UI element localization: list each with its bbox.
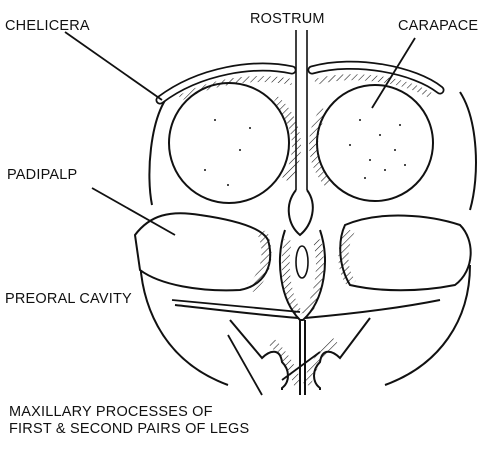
label-chelicera: CHELICERA [5, 19, 90, 34]
label-carapace: CARAPACE [398, 19, 478, 34]
right-padipalp [340, 216, 470, 291]
label-maxillary-line1: MAXILLARY PROCESSES OF [9, 405, 213, 420]
rostrum-tip [289, 190, 313, 235]
label-padipalp: PADIPALP [7, 168, 77, 183]
label-rostrum: ROSTRUM [250, 12, 325, 27]
label-preoral-cavity: PREORAL CAVITY [5, 292, 132, 307]
label-maxillary-line2: FIRST & SECOND PAIRS OF LEGS [9, 422, 249, 437]
